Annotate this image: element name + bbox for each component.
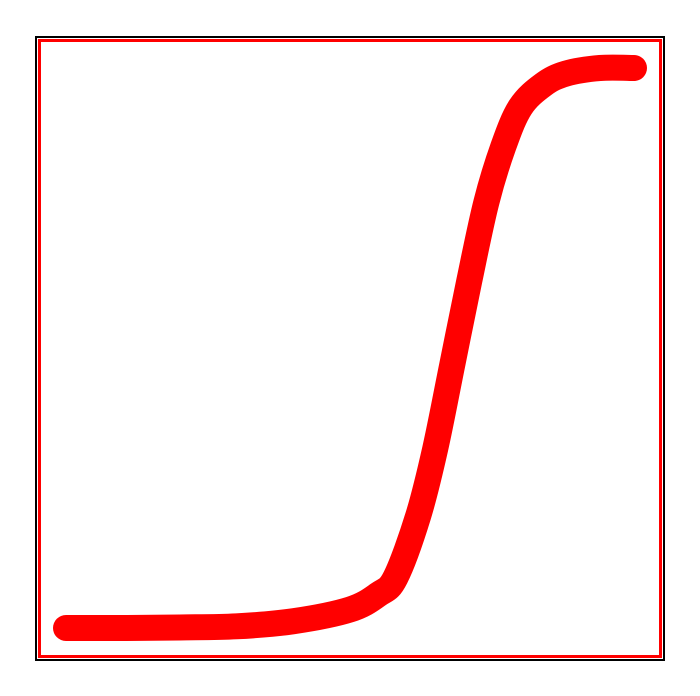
series-layer [53, 54, 647, 642]
plot-frame-outer [35, 36, 665, 661]
plot-frame-inner [38, 39, 662, 658]
series-line-0 [53, 54, 647, 642]
